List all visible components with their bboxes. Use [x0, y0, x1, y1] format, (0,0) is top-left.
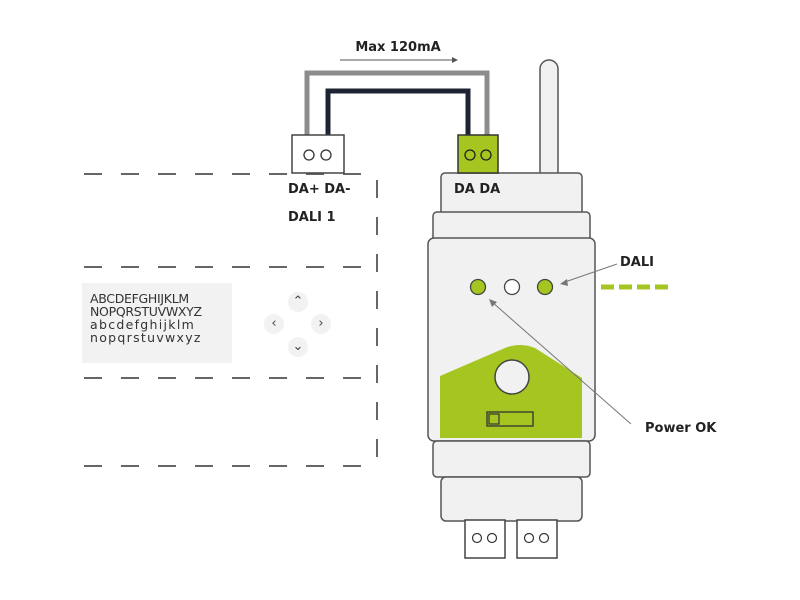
- terminal-screw: [464, 149, 476, 161]
- nav-right-button[interactable]: ›: [311, 314, 331, 334]
- power-ok-callout-label: Power OK: [645, 421, 717, 436]
- left-terminal-pin-label: DA+ DA-: [288, 182, 351, 197]
- font-specimen-line: ABCDEFGHIJKLM: [90, 291, 189, 306]
- device-top-terminal: [457, 134, 499, 174]
- antenna: [539, 59, 559, 181]
- led-dali: [536, 278, 554, 296]
- device-bottom-cap: [440, 476, 583, 522]
- current-direction-arrow: [340, 57, 458, 63]
- bottom-terminal-right: [516, 519, 558, 559]
- font-specimen-line: nopqrstuvwxyz: [90, 330, 202, 345]
- device-switch: [486, 411, 534, 427]
- status-leds: [469, 278, 554, 296]
- device-terminal-label: DA DA: [454, 182, 500, 197]
- device-lower-tier: [432, 440, 591, 478]
- nav-left-button[interactable]: ‹: [264, 314, 284, 334]
- nav-down-button[interactable]: ⌄: [288, 337, 308, 357]
- power-ok-callout: [489, 299, 632, 425]
- font-specimen-line: NOPQRSTUVWXYZ: [90, 304, 202, 319]
- left-terminal-block: [291, 134, 345, 174]
- terminal-screw: [480, 149, 492, 161]
- dashed-zone-boundaries: [84, 173, 378, 467]
- chevron-left-icon: ‹: [271, 316, 277, 331]
- font-specimen: ABCDEFGHIJKLM NOPQRSTUVWXYZ abcdefghijkl…: [82, 283, 232, 363]
- nav-up-button[interactable]: ⌃: [288, 292, 308, 312]
- device-button: [494, 359, 530, 395]
- chevron-down-icon: ⌄: [292, 339, 304, 354]
- terminal-screw: [303, 149, 315, 161]
- left-terminal-bus-label: DALI 1: [288, 210, 336, 225]
- bottom-terminal-left: [464, 519, 506, 559]
- led-power-ok: [469, 278, 487, 296]
- wire-dark: [325, 88, 471, 138]
- font-specimen-line: abcdefghijklm: [90, 317, 196, 332]
- chevron-up-icon: ⌃: [292, 294, 304, 309]
- wire-gray: [304, 70, 490, 138]
- led-middle: [503, 278, 521, 296]
- dali-callout: [560, 263, 618, 286]
- max-current-label: Max 120mA: [355, 40, 440, 55]
- chevron-right-icon: ›: [318, 316, 324, 331]
- dali-callout-label: DALI: [620, 255, 654, 270]
- terminal-screw: [320, 149, 332, 161]
